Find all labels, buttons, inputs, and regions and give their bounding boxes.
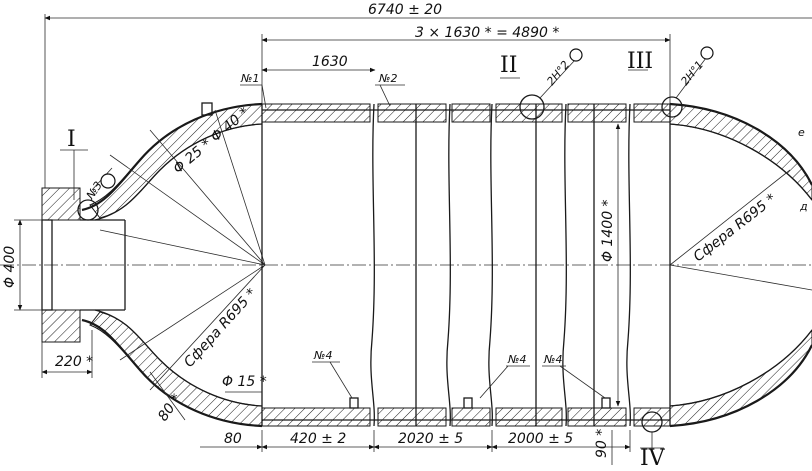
svg-text:№4: №4	[543, 353, 562, 366]
detail-I-label: I	[67, 127, 76, 152]
nozzle-dia-text: Φ 400	[2, 246, 18, 288]
dim-nozzle-dia: Φ 400	[2, 219, 45, 311]
part-label-n1: №1	[240, 72, 267, 109]
detail-III: III	[627, 49, 683, 118]
detail-II-label: II	[500, 53, 517, 78]
shell	[261, 103, 671, 427]
left-head	[41, 102, 266, 428]
detail-I: I	[60, 127, 99, 221]
weld-label-2n1: 2Н°1	[675, 46, 714, 99]
overall-length-text: 6740 ± 20	[368, 2, 442, 18]
svg-text:№1: №1	[240, 72, 259, 85]
detail-III-label: III	[627, 49, 653, 74]
inner-dia-text: Φ 1400 *	[600, 199, 616, 262]
svg-text:№4: №4	[313, 349, 332, 362]
seg-2000-text: 2000 ± 5	[508, 431, 573, 447]
segment-1630-text: 1630	[312, 54, 348, 70]
seg-420-text: 420 ± 2	[290, 431, 346, 447]
dim-phi15-text: Φ 15 *	[222, 374, 267, 390]
detail-IV: IV	[640, 411, 666, 471]
dim-phi15: Φ 15 *	[222, 374, 267, 393]
sphere-right-text: Сфера R695 *	[691, 191, 780, 265]
dim-1630: 1630	[261, 54, 376, 73]
dim-flange: 220 *	[41, 330, 93, 378]
sphere-left-text: Сфера R695 *	[181, 286, 260, 371]
weld-bubble-i	[100, 173, 116, 189]
part-label-n4-c: №4	[542, 353, 606, 399]
dim-overall: 6740 ± 20	[44, 2, 812, 188]
flange-len-text: 220 *	[55, 354, 93, 370]
dim-90-text: 90 *	[594, 429, 610, 458]
dim-inner-dia: Φ 1400 *	[600, 123, 621, 407]
part-label-n2: №2	[375, 72, 405, 107]
dim-80-left-text: 80	[224, 431, 242, 447]
shell-total-text: 3 × 1630 * = 4890 *	[415, 25, 559, 41]
svg-text:№2: №2	[378, 72, 397, 85]
weld-label-2n2: 2Н°2	[539, 48, 583, 99]
svg-text:2Н°2: 2Н°2	[544, 58, 572, 88]
right-head	[669, 102, 812, 428]
detail-II: II	[500, 53, 545, 120]
dim-shell-total: 3 × 1630 * = 4890 *	[261, 25, 671, 110]
part-label-n4-b: №4	[479, 353, 530, 399]
seg-2020-text: 2020 ± 5	[398, 431, 463, 447]
part-label-n4-a: №4	[312, 349, 353, 399]
dim-bottom-chain: 420 ± 2 2020 ± 5 2000 ± 5 80 90 *	[200, 429, 631, 465]
detail-IV-label: IV	[640, 446, 666, 471]
tail-mark-d: д	[799, 200, 808, 213]
svg-text:№4: №4	[507, 353, 526, 366]
tail-mark-e: е	[798, 126, 805, 139]
